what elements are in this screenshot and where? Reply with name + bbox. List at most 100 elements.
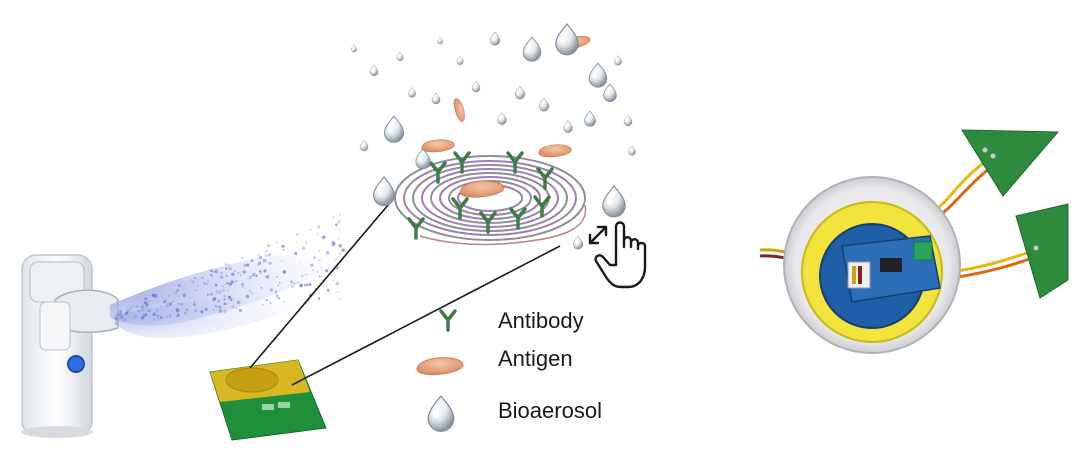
mist-dot xyxy=(266,244,270,247)
mist-dot xyxy=(218,305,222,309)
mist-dot xyxy=(321,235,326,240)
mist-dot xyxy=(125,311,128,314)
mist-dot xyxy=(212,296,217,301)
mist-dot xyxy=(310,263,314,267)
mist-dot xyxy=(194,276,197,279)
mist-dot xyxy=(153,318,156,321)
mist-dot xyxy=(176,315,179,318)
mist-dot xyxy=(258,261,262,265)
mist-dot xyxy=(291,285,295,289)
mist-dot xyxy=(119,310,123,314)
mist-dot xyxy=(227,264,230,267)
mist-dot xyxy=(309,228,312,231)
mist-dot xyxy=(206,279,210,283)
mist-dot xyxy=(263,269,267,273)
mist-dot xyxy=(262,258,267,263)
mist-dot xyxy=(212,309,215,311)
mist-dot xyxy=(295,233,299,236)
mist-dot xyxy=(193,300,196,303)
mist-dot xyxy=(195,289,197,292)
mist-dot xyxy=(228,266,232,271)
mist-dot xyxy=(182,288,184,291)
mist-dot xyxy=(317,297,321,300)
mist-dot xyxy=(225,267,228,270)
mist-dot xyxy=(201,276,204,279)
mist-dot xyxy=(312,268,315,271)
mist-dot xyxy=(335,223,338,226)
mist-dot xyxy=(337,220,341,224)
mist-dot xyxy=(252,273,256,277)
touch-zoom-hand-icon xyxy=(588,221,647,289)
mist-dot xyxy=(240,274,242,276)
mist-dot xyxy=(294,251,298,255)
mist-dot xyxy=(339,213,341,216)
mist-dot xyxy=(235,307,238,310)
mist-dot xyxy=(114,322,118,326)
mist-dot xyxy=(250,291,254,295)
mist-dot xyxy=(248,289,252,292)
mist-dot xyxy=(338,244,342,248)
sensor-chip xyxy=(209,359,327,441)
mist-dot xyxy=(274,290,278,294)
mist-dot xyxy=(304,241,308,244)
mist-dot xyxy=(325,269,329,273)
mist-dot xyxy=(277,297,281,300)
mist-dot xyxy=(336,266,339,270)
mist-dot xyxy=(242,286,244,288)
mist-dot xyxy=(140,306,142,309)
mist-dot xyxy=(130,307,133,310)
mist-dot xyxy=(318,259,321,262)
mist-dot xyxy=(281,244,285,248)
mist-dot xyxy=(259,270,263,275)
mist-dot xyxy=(131,319,134,321)
mist-dot xyxy=(214,304,218,308)
mist-dot xyxy=(214,283,218,287)
mist-dot xyxy=(301,246,306,250)
mist-dot xyxy=(217,305,220,309)
mist-dot xyxy=(165,304,169,308)
mist-dot xyxy=(128,310,131,313)
mist-dot xyxy=(303,283,307,287)
mist-dot xyxy=(159,305,163,308)
mist-dot xyxy=(318,249,321,252)
mist-dot xyxy=(213,271,215,273)
mist-dot xyxy=(318,275,321,278)
zoom-lines xyxy=(249,184,561,386)
mist-dot xyxy=(336,290,339,293)
mist-dot xyxy=(230,280,234,284)
legend-antibody-icon xyxy=(439,309,457,332)
mist-dot xyxy=(293,282,296,285)
mist-dot xyxy=(189,297,192,299)
mist-dot xyxy=(265,299,268,302)
mist-dot xyxy=(219,276,222,278)
mist-dot xyxy=(259,270,261,273)
mist-dot xyxy=(266,299,268,301)
mist-dot xyxy=(301,274,304,278)
mist-dot xyxy=(176,313,180,317)
mist-dot xyxy=(234,270,236,273)
mist-dot xyxy=(177,294,180,298)
mist-dot xyxy=(227,289,229,292)
mist-dot xyxy=(219,308,223,312)
mist-dot xyxy=(191,280,195,284)
mist-dot xyxy=(177,284,181,288)
mist-dot xyxy=(317,225,321,229)
mist-dot xyxy=(254,272,257,275)
mist-dot xyxy=(264,249,268,253)
mist-dot xyxy=(169,315,172,318)
mist-dot xyxy=(182,316,184,318)
mist-dot xyxy=(338,229,340,231)
mist-dot xyxy=(141,305,144,308)
mist-dot xyxy=(340,253,342,255)
mist-dot xyxy=(260,287,263,289)
legend-label-antibody: Antibody xyxy=(498,308,584,333)
mist-dot xyxy=(193,303,196,306)
mist-dot xyxy=(257,253,260,256)
mist-dot xyxy=(120,315,124,319)
mist-dot xyxy=(210,273,213,277)
mist-dot xyxy=(221,285,224,288)
mist-dot xyxy=(159,316,163,319)
mist-dot xyxy=(264,246,267,248)
mist-dot xyxy=(218,309,223,314)
mist-dot xyxy=(171,301,173,303)
